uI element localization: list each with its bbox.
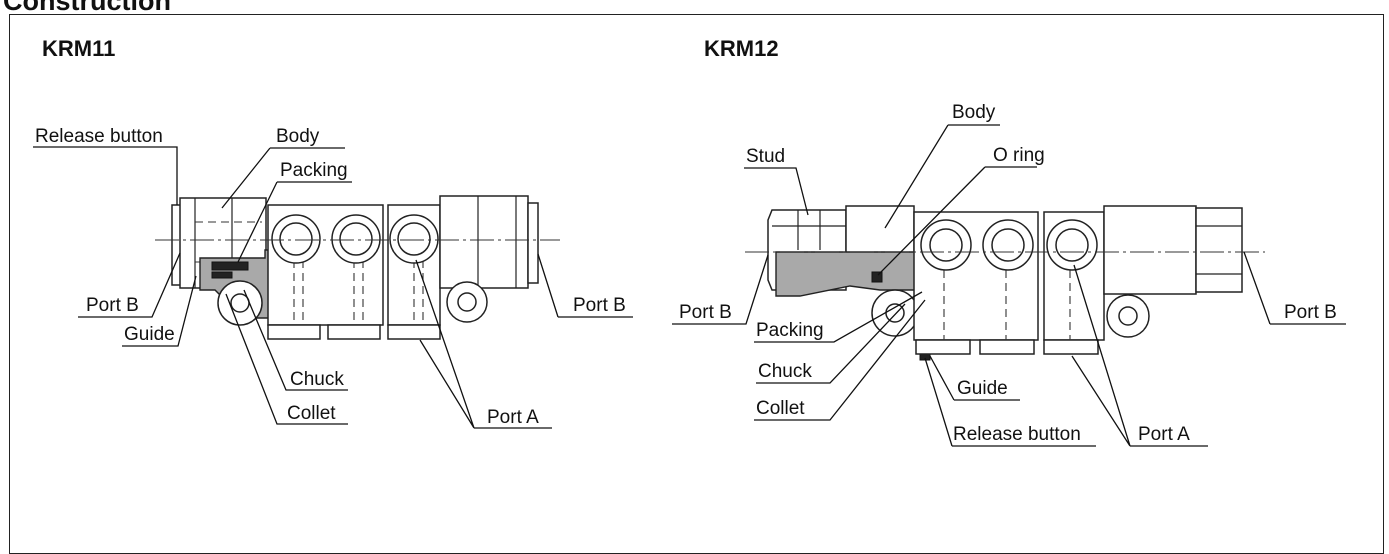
krm12-drawing: Body Stud O ring Port B Packing Chuck Co…	[672, 102, 1346, 447]
krm12-right-fitting	[1103, 205, 1197, 295]
krm11-label-port-b-left: Port B	[86, 295, 139, 316]
krm12-body	[845, 205, 915, 257]
krm11-label-packing: Packing	[280, 160, 348, 181]
krm11-label-guide: Guide	[124, 324, 175, 345]
construction-drawing: Release button Body Packing Port B Guide…	[33, 102, 1346, 447]
krm12-label-chuck: Chuck	[758, 361, 812, 382]
krm11-label-port-a: Port A	[487, 407, 539, 428]
krm12-label-o-ring: O ring	[993, 145, 1045, 166]
krm12-label-packing: Packing	[756, 320, 824, 341]
krm12-label-port-b-right: Port B	[1284, 302, 1337, 323]
krm12-label-collet: Collet	[756, 398, 805, 419]
krm12-label-guide: Guide	[957, 378, 1008, 399]
krm12-label-body: Body	[952, 102, 996, 123]
krm11-label-release-button: Release button	[35, 126, 163, 147]
krm11-label-port-b-right: Port B	[573, 295, 626, 316]
krm12-label-stud: Stud	[746, 146, 785, 167]
krm12-title: KRM12	[704, 36, 779, 61]
krm12-label-port-a: Port A	[1138, 424, 1190, 445]
krm11-label-collet: Collet	[287, 403, 336, 424]
krm11-label-chuck: Chuck	[290, 369, 344, 390]
krm11-title: KRM11	[42, 36, 116, 61]
krm12-label-port-b-left: Port B	[679, 302, 732, 323]
page-title: Construction	[3, 0, 171, 16]
krm11-right-fitting	[439, 195, 529, 289]
krm12-right-stud	[1195, 207, 1243, 293]
krm11-drawing: Release button Body Packing Port B Guide…	[33, 126, 633, 429]
krm11-label-body: Body	[276, 126, 320, 147]
krm12-label-release-button: Release button	[953, 424, 1081, 445]
